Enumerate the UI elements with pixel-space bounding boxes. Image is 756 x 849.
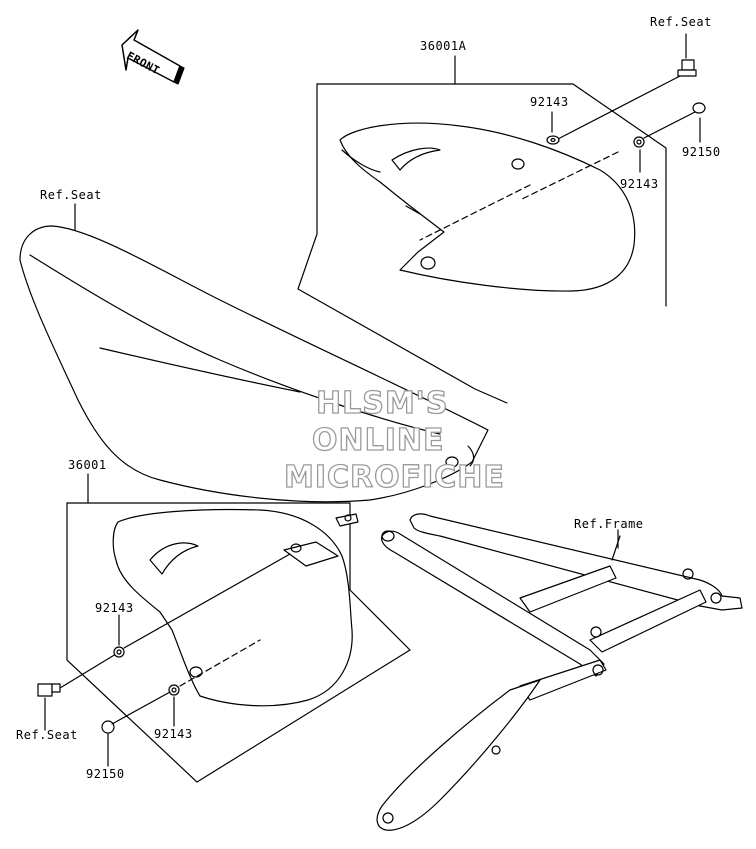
callout-36001[interactable]: 36001 bbox=[68, 458, 107, 472]
callout-92143-upper-a[interactable]: 92143 bbox=[530, 95, 569, 109]
upper-bolt-ref-seat[interactable] bbox=[555, 59, 697, 141]
callout-92143-upper-b[interactable]: 92143 bbox=[620, 177, 659, 191]
upper-washer-92143-a[interactable] bbox=[546, 135, 560, 145]
watermark-line-2: ONLINE bbox=[311, 423, 445, 458]
lower-cover-bracket bbox=[66, 502, 411, 783]
lower-washer-92143-b[interactable] bbox=[168, 684, 180, 696]
side-cover-36001a[interactable] bbox=[339, 122, 636, 292]
watermark-line-3: MICROFICHE bbox=[283, 460, 505, 495]
callout-ref-frame[interactable]: Ref.Frame bbox=[574, 517, 644, 531]
upper-cover-bracket bbox=[297, 83, 667, 404]
rear-frame[interactable] bbox=[376, 513, 743, 831]
callout-ref-seat-left[interactable]: Ref.Seat bbox=[40, 188, 102, 202]
callout-92150-upper[interactable]: 92150 bbox=[682, 145, 721, 159]
lower-bolt-92150[interactable] bbox=[101, 639, 261, 734]
callout-92143-lower-b[interactable]: 92143 bbox=[154, 727, 193, 741]
callout-ref-seat-top[interactable]: Ref.Seat bbox=[650, 15, 712, 29]
watermark-line-1: HLSM'S bbox=[315, 386, 449, 421]
upper-bolt-92150[interactable] bbox=[519, 102, 706, 201]
callout-92150-lower[interactable]: 92150 bbox=[86, 767, 125, 781]
upper-washer-92143-b[interactable] bbox=[633, 136, 645, 148]
callout-92143-lower-a[interactable]: 92143 bbox=[95, 601, 134, 615]
front-arrow-icon bbox=[121, 29, 185, 85]
side-cover-36001[interactable] bbox=[112, 508, 359, 707]
callout-36001a[interactable]: 36001A bbox=[420, 39, 467, 53]
lower-washer-92143-a[interactable] bbox=[113, 553, 291, 658]
leader-lines bbox=[44, 33, 701, 767]
lower-bolt-ref-seat[interactable] bbox=[37, 653, 117, 697]
callout-ref-seat-bottom[interactable]: Ref.Seat bbox=[16, 728, 78, 742]
seat[interactable] bbox=[19, 225, 489, 503]
